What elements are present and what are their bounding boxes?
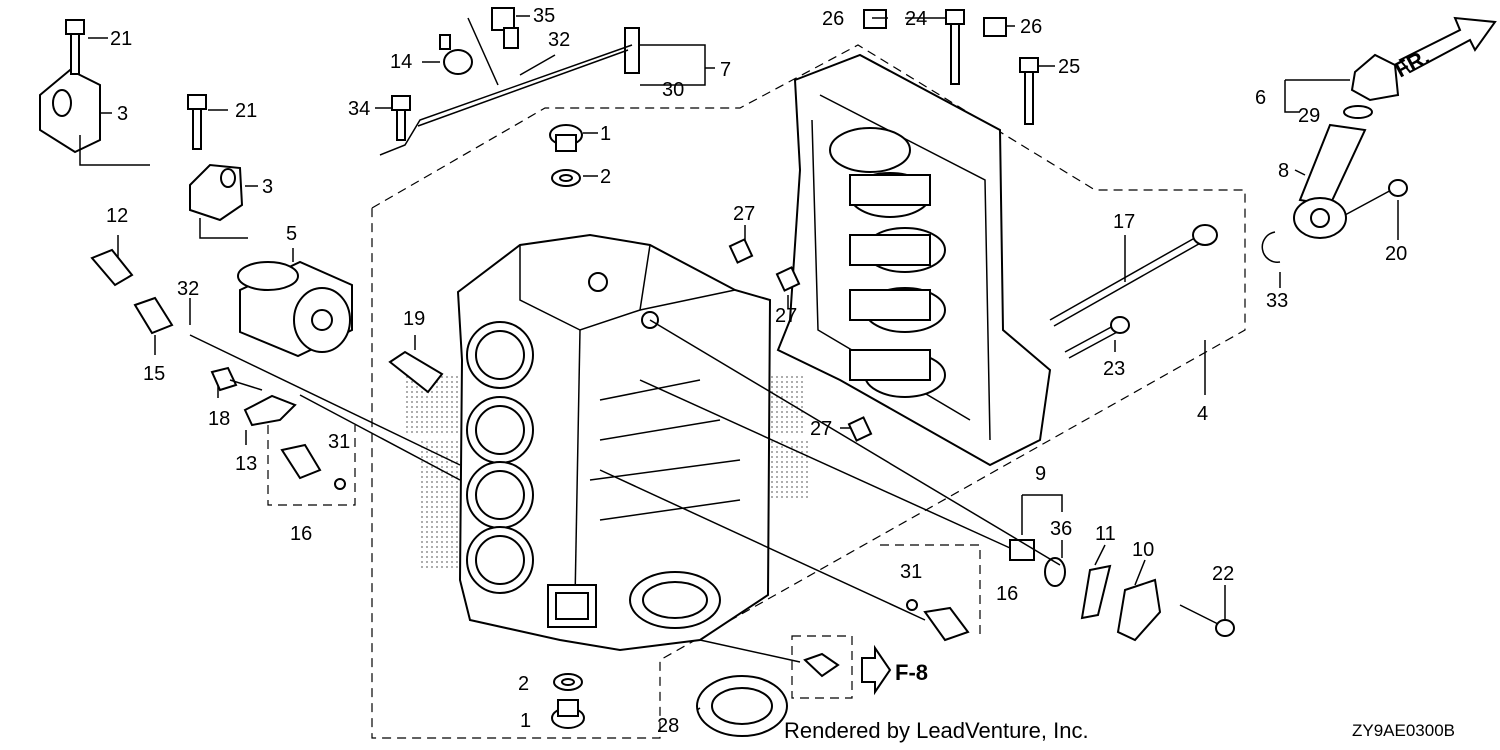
- clamp-13: [243, 394, 297, 427]
- sensor-16-left: [280, 443, 346, 490]
- callout-30: 30: [662, 79, 684, 101]
- callout-27-b: 27: [775, 305, 797, 327]
- bracket-3-upper: [39, 68, 101, 154]
- callout-1-bottom: 1: [520, 710, 531, 732]
- nut-26-right: [983, 17, 1007, 37]
- callout-18: 18: [208, 408, 230, 430]
- sensor-35: [491, 7, 519, 49]
- bolt-34: [391, 95, 411, 141]
- bolt-17: [1049, 224, 1218, 327]
- bolt-18: [210, 366, 263, 392]
- callout-4: 4: [1197, 403, 1208, 425]
- callout-22: 22: [1212, 563, 1234, 585]
- oil-seal-28: [696, 675, 788, 737]
- callout-27-c: 27: [810, 418, 832, 440]
- washer-2-top: [551, 169, 581, 187]
- plug-1-bottom: [551, 699, 585, 729]
- crankcase: [776, 53, 1052, 467]
- callout-16-right: 16: [996, 583, 1018, 605]
- callout-36: 36: [1050, 518, 1072, 540]
- callout-13: 13: [235, 453, 257, 475]
- cylinder-block: [456, 233, 772, 652]
- callout-26-left: 26: [822, 8, 844, 30]
- bolt-22: [1179, 604, 1235, 637]
- bolt-25: [1019, 57, 1039, 125]
- callout-20: 20: [1385, 243, 1407, 265]
- bolt-20: [1344, 179, 1408, 216]
- filler-pipe-8: [1293, 123, 1367, 239]
- callout-31-left: 31: [328, 431, 350, 453]
- callout-3-upper: 3: [117, 103, 128, 125]
- callout-29: 29: [1298, 105, 1320, 127]
- bolt-21-lower: [187, 94, 207, 150]
- diagram-code: ZY9AE0300B: [1352, 721, 1456, 740]
- callout-12: 12: [106, 205, 128, 227]
- callout-34: 34: [348, 98, 370, 120]
- group-box-16-right: [880, 544, 981, 638]
- callout-8: 8: [1278, 160, 1289, 182]
- leader-lines: [79, 15, 1399, 711]
- callout-labels: 21 3 21 3 5 12 32 15 18 13 31 16 19 14 3…: [106, 5, 1407, 737]
- cover-10: [1116, 578, 1162, 642]
- reference-label: F-8: [895, 660, 928, 685]
- callout-26-right: 26: [1020, 16, 1042, 38]
- reference-arrow: F-8: [861, 644, 928, 696]
- callout-2-top: 2: [600, 166, 611, 188]
- callout-32-left: 32: [177, 278, 199, 300]
- callout-21-upper: 21: [110, 28, 132, 50]
- callout-1-top: 1: [600, 123, 611, 145]
- switch-12: [90, 248, 134, 287]
- callout-25: 25: [1058, 56, 1080, 78]
- credit-text: Rendered by LeadVenture, Inc.: [784, 718, 1089, 743]
- group-box-16-left: [267, 425, 356, 506]
- bolt-24: [945, 9, 965, 85]
- washer-2-bottom: [553, 673, 583, 691]
- callout-35: 35: [533, 5, 555, 27]
- fitting-reference-box: [791, 635, 853, 699]
- switch-14: [439, 34, 473, 75]
- callout-33: 33: [1266, 290, 1288, 312]
- callout-27-a: 27: [733, 203, 755, 225]
- callout-14: 14: [390, 51, 412, 73]
- gasket-11: [1080, 564, 1112, 620]
- callout-17: 17: [1113, 211, 1135, 233]
- callout-10: 10: [1132, 539, 1154, 561]
- callout-19: 19: [403, 308, 425, 330]
- callout-7: 7: [720, 59, 731, 81]
- assembly-outline: [371, 44, 1246, 739]
- callout-15: 15: [143, 363, 165, 385]
- pipe-19: [388, 350, 444, 394]
- oil-filter: [237, 260, 353, 358]
- callout-23: 23: [1103, 358, 1125, 380]
- bolt-21-upper: [65, 19, 85, 75]
- nut-26-left: [863, 9, 887, 29]
- callout-3-lower: 3: [262, 176, 273, 198]
- callout-21-lower: 21: [235, 100, 257, 122]
- callout-32-top: 32: [548, 29, 570, 51]
- front-arrow: FR.: [1391, 16, 1497, 82]
- plug-1-top: [549, 124, 583, 152]
- sensor-16-right: [906, 599, 970, 642]
- callout-2-bottom: 2: [518, 673, 529, 695]
- callout-16-left: 16: [290, 523, 312, 545]
- bracket-3-lower: [189, 163, 244, 222]
- switch-15: [133, 296, 174, 335]
- dipstick: [379, 27, 640, 156]
- o-ring-33: [1261, 231, 1281, 263]
- callout-11: 11: [1095, 523, 1116, 545]
- callout-6: 6: [1255, 87, 1266, 109]
- bolt-23: [1064, 316, 1130, 359]
- dowel-pins-27: [728, 238, 873, 442]
- callout-5: 5: [286, 223, 297, 245]
- o-ring-29: [1343, 105, 1373, 119]
- callout-28: 28: [657, 715, 679, 737]
- callout-31-right: 31: [900, 561, 922, 583]
- callout-24: 24: [905, 8, 927, 30]
- callout-9: 9: [1035, 463, 1046, 485]
- oil-filler-cap-6: [1350, 53, 1400, 102]
